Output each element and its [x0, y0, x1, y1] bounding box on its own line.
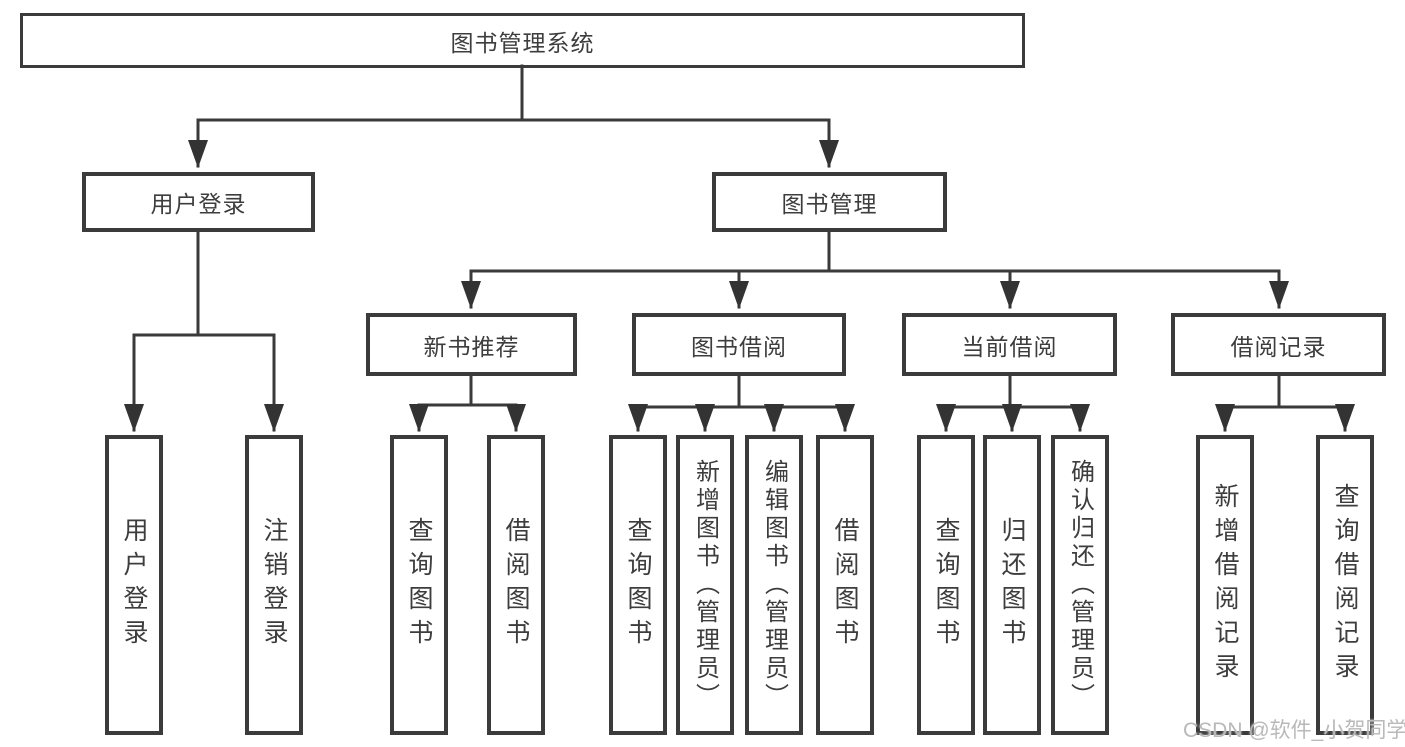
node-current-borrowing: 当前借阅: [902, 313, 1117, 376]
leaf-add-borrow-record: 新增借阅记录: [1196, 435, 1254, 735]
leaf-query-books-borrowing: 查询图书: [609, 435, 667, 735]
leaf-edit-books-admin: 编辑图书（管理员）: [745, 435, 803, 735]
leaf-return-books: 归还图书: [983, 435, 1041, 735]
leaf-logout: 注销登录: [245, 435, 303, 735]
leaf-query-borrow-record: 查询借阅记录: [1316, 435, 1374, 735]
node-book-management: 图书管理: [712, 172, 947, 232]
node-root: 图书管理系统: [20, 13, 1025, 68]
leaf-user-login: 用户登录: [105, 435, 163, 735]
node-user-login: 用户登录: [82, 172, 315, 232]
leaf-query-books-recommend: 查询图书: [390, 435, 448, 735]
leaf-borrow-books-recommend: 借阅图书: [487, 435, 545, 735]
leaf-confirm-return-admin: 确认归还（管理员）: [1051, 435, 1109, 735]
csdn-watermark: CSDN @软件_小贺同学: [1183, 719, 1405, 742]
node-borrowing-records: 借阅记录: [1171, 313, 1386, 376]
node-book-borrowing: 图书借阅: [632, 313, 846, 376]
leaf-borrow-books-borrowing: 借阅图书: [816, 435, 874, 735]
node-new-book-recommend: 新书推荐: [366, 313, 577, 376]
leaf-query-books-current: 查询图书: [917, 435, 975, 735]
leaf-add-books-admin: 新增图书（管理员）: [676, 435, 734, 735]
